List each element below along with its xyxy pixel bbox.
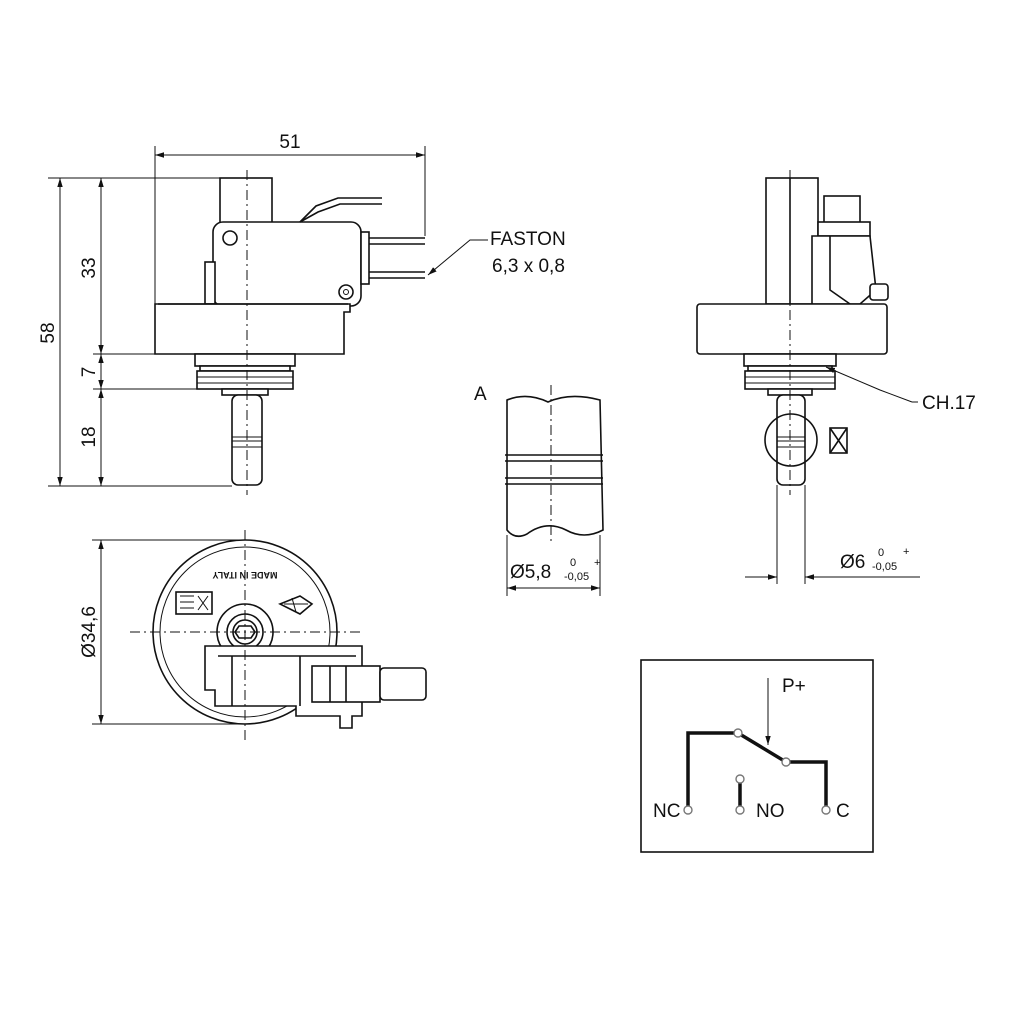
c-label: C [836,801,850,822]
dim-51: 51 [279,132,300,153]
nc-label: NC [653,801,680,822]
detail-a-view: A Ø5,8 0 -0,05 + [474,384,604,596]
dim-7: 7 [79,367,100,378]
dim-58: 58 [38,322,59,343]
no-label: NO [756,801,785,822]
dim-diameter-6: Ø6 [840,552,865,573]
pressure-label: P+ [782,676,806,697]
dim-diameter-5-8: Ø5,8 [510,562,551,583]
tol-lower-6: -0,05 [872,561,897,573]
faston-label: FASTON [490,229,566,250]
bottom-view: MADE IN ITALY Ø34,6 [79,530,427,740]
tol-upper-5-8: 0 [570,557,576,569]
ch17-label: CH.17 [922,393,976,414]
side-view: CH.17 Ø6 0 -0,05 + [696,170,976,584]
tol-lower-5-8: -0,05 [564,571,589,583]
detail-a-label: A [474,384,487,405]
faston-size: 6,3 x 0,8 [492,256,565,277]
manufacturer-logo-icon [278,595,314,615]
tol-upper-6: 0 [878,547,884,559]
dim-18: 18 [79,426,100,447]
kema-logo-icon [175,591,213,615]
dim-33: 33 [79,257,100,278]
tol-plus-6: + [903,546,909,558]
tol-plus-5-8: + [594,557,600,569]
front-view: 51 FASTON 6,3 x 0,8 58 33 7 18 [38,132,566,495]
switch-schematic: P+ NC NO C [640,659,874,853]
dim-diameter-34-6: Ø34,6 [79,606,100,658]
